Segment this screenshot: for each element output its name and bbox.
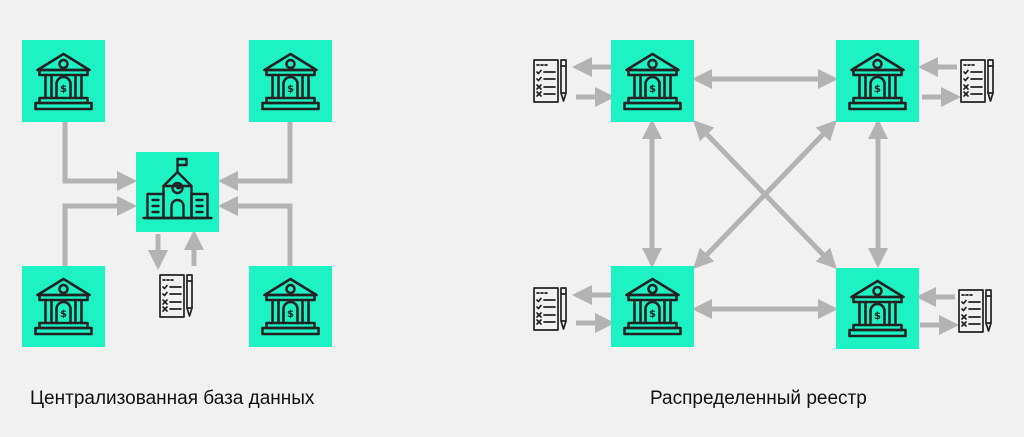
distributed-connector-arrows bbox=[572, 57, 961, 335]
distributed-bank-node-top-left bbox=[611, 40, 694, 122]
arrow-bank-bl-to-hub bbox=[62, 196, 137, 266]
distributed-bank-node-bottom-right bbox=[836, 268, 919, 349]
centralized-bank-node-top-right bbox=[249, 40, 332, 122]
document-checklist-icon bbox=[958, 289, 992, 333]
centralized-bank-node-top-left bbox=[22, 40, 105, 122]
document-checklist-icon bbox=[533, 287, 567, 331]
centralized-connector-arrows bbox=[62, 122, 293, 270]
arrow-diagonal-tr-bl bbox=[693, 120, 837, 269]
document-checklist-icon bbox=[960, 59, 994, 103]
arrow-bank-tl-to-hub bbox=[62, 122, 137, 191]
centralized-caption: Централизованная база данных bbox=[30, 388, 315, 409]
document-checklist-icon bbox=[533, 59, 567, 103]
centralized-bank-node-bottom-right bbox=[249, 266, 332, 347]
document-checklist-icon bbox=[159, 274, 193, 318]
distributed-bank-node-bottom-left bbox=[611, 266, 694, 347]
distributed-caption: Распределенный реестр bbox=[650, 388, 867, 409]
centralized-bank-node-bottom-left bbox=[22, 266, 105, 347]
arrow-bank-tr-to-hub bbox=[218, 122, 293, 191]
distributed-bank-node-top-right bbox=[836, 40, 919, 122]
arrow-bank-br-to-hub bbox=[218, 196, 293, 266]
centralized-hub-node bbox=[136, 152, 219, 232]
